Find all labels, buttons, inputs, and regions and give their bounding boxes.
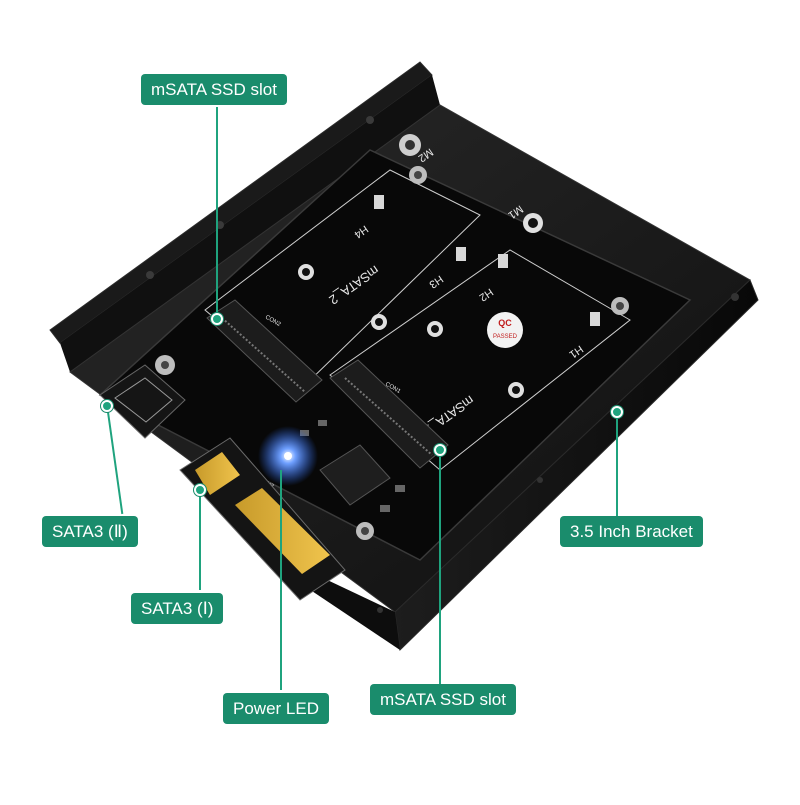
leader-top-slot — [216, 107, 218, 317]
power-led — [258, 426, 318, 486]
bracket-back-wall — [49, 61, 440, 372]
leader-bottom-slot — [439, 450, 441, 685]
callout-msata-slot-top: mSATA SSD slot — [141, 74, 287, 105]
qc-sticker: QC PASSED — [487, 312, 523, 348]
qc-passed-label: PASSED — [493, 334, 518, 340]
leader-dot-sata-i — [194, 484, 206, 496]
sata-connector-1 — [179, 437, 346, 601]
leader-bracket — [616, 412, 618, 517]
callout-msata-slot-bottom: mSATA SSD slot — [370, 684, 516, 715]
callout-power-led: Power LED — [223, 693, 329, 724]
leader-dot-bottom-slot — [434, 444, 446, 456]
leader-power-led — [280, 470, 282, 690]
callout-bracket: 3.5 Inch Bracket — [560, 516, 703, 547]
sata-connector-2 — [99, 364, 186, 439]
mounting-holes — [155, 134, 629, 540]
msata-slot-1 — [329, 359, 449, 469]
leader-dot-sata-ii — [101, 400, 113, 412]
callout-sata3-ii: SATA3 (Ⅱ) — [42, 516, 138, 547]
msata-slot-2 — [206, 299, 323, 403]
leader-dot-bracket — [611, 406, 623, 418]
callout-sata3-i: SATA3 (Ⅰ) — [131, 593, 224, 624]
qc-label: QC — [498, 318, 512, 328]
leader-sata-i — [199, 490, 201, 590]
leader-dot-top-slot — [211, 313, 223, 325]
